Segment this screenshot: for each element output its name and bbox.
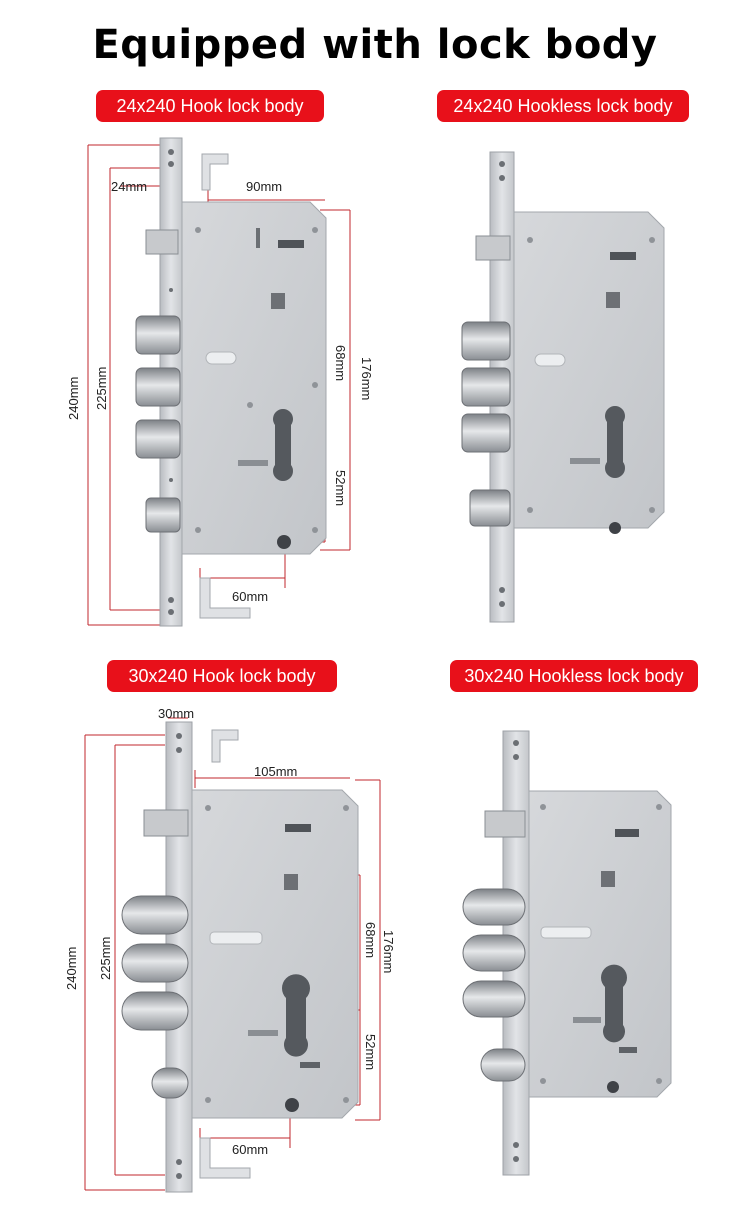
dim-bottom-105mm: 105mm [254, 764, 298, 779]
label-30-hook: 30x240 Hook lock body [107, 660, 337, 692]
dim-bottom-52mm: 52mm [363, 1034, 378, 1071]
dim-bottom-176mm: 176mm [381, 930, 396, 974]
label-30-hookless: 30x240 Hookless lock body [450, 660, 698, 692]
dim-top-68mm: 68mm [333, 345, 348, 382]
dim-top-52mm: 52mm [333, 470, 348, 507]
dim-bottom-240mm: 240mm [64, 946, 79, 990]
dim-bottom-68mm: 68mm [363, 922, 378, 959]
dim-top-24mm: 24mm [111, 179, 148, 194]
lock-body-24-hookless [440, 140, 700, 630]
label-24-hookless: 24x240 Hookless lock body [437, 90, 689, 122]
dim-bottom-30mm: 30mm [158, 706, 195, 721]
label-24-hook: 24x240 Hook lock body [96, 90, 324, 122]
dim-bottom-60mm: 60mm [232, 1142, 269, 1157]
dim-top-176mm: 176mm [359, 357, 374, 401]
page-title: Equipped with lock body [92, 22, 658, 68]
dim-bottom-225mm: 225mm [98, 936, 113, 980]
lock-body-30-hook [60, 700, 390, 1200]
dim-top-240mm: 240mm [66, 376, 81, 420]
lock-body-30-hookless [455, 725, 695, 1185]
dim-top-90mm: 90mm [246, 179, 283, 194]
lock-body-24-hook [60, 130, 380, 640]
dim-top-225mm: 225mm [94, 366, 109, 410]
dim-top-60mm: 60mm [232, 589, 269, 604]
